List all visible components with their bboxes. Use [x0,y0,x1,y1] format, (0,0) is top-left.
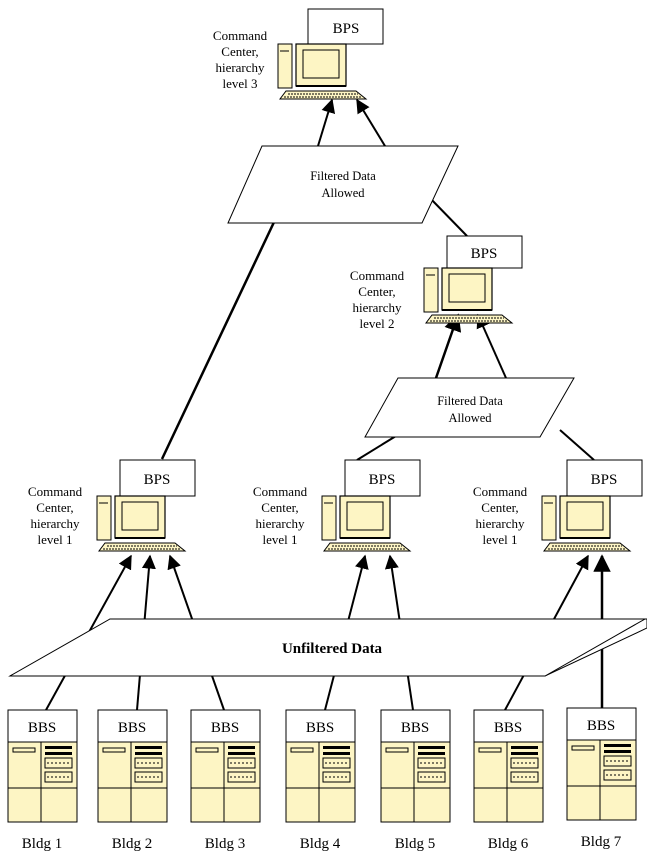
computer-icon [277,43,367,100]
computer-icon [96,495,186,552]
caption-top-4: level 3 [222,76,257,91]
bbs-label: BBS [587,718,615,734]
bbs-box [285,709,356,743]
bps-label-mid: BPS [471,246,498,262]
caption-mid-3: hierarchy [352,300,402,315]
command-center-level-1-b: BPS Command Center, hierarchy level 1 [253,459,421,552]
building-name: Bldg 3 [205,836,245,852]
bbs-label: BBS [28,720,56,736]
link-l1c-to-filter-lower [559,429,595,461]
caption-mid-1: Command [350,268,405,283]
computer-icon [321,495,411,552]
bps-label-l1c: BPS [591,472,618,488]
bbs-label: BBS [118,720,146,736]
caption-top-2: Center, [221,44,258,59]
server-rack-icon [473,741,544,823]
bbs-label: BBS [401,720,429,736]
bps-label-top: BPS [333,21,360,37]
bps-label-l1b: BPS [369,472,396,488]
caption-l1a-4: level 1 [37,532,72,547]
bps-box-top [307,8,384,45]
building-name: Bldg 1 [22,836,62,852]
server-rack-icon [190,741,261,823]
bps-box-l1a [119,459,196,497]
command-center-level-2: BPS Command Center, hierarchy level 2 [350,235,523,331]
caption-l1b-3: hierarchy [255,516,305,531]
link-filter-upper-to-top-a [317,98,336,147]
filter-upper: Filtered Data Allowed [227,145,459,224]
bbs-box [380,709,451,743]
building-1: BBS Bldg 1 [7,709,78,852]
building-name: Bldg 6 [488,836,529,852]
link-filter-lower-to-mid-a [434,313,462,379]
caption-l1b-2: Center, [261,500,298,515]
caption-l1c-4: level 1 [482,532,517,547]
link-filter-upper-to-top-b [356,98,386,147]
server-rack-icon [7,741,78,823]
bbs-box [7,709,78,743]
bps-box-l1c [566,459,643,497]
building-name: Bldg 4 [300,836,341,852]
unfiltered-data-label: Unfiltered Data [282,641,383,657]
bps-box-mid [446,235,523,269]
bbs-label: BBS [494,720,522,736]
building-7: BBS Bldg 7 [566,707,637,850]
computer-icon [541,495,631,552]
building-4: BBS Bldg 4 [285,709,356,852]
bbs-label: BBS [211,720,239,736]
caption-top-3: hierarchy [215,60,265,75]
caption-mid-2: Center, [358,284,395,299]
caption-l1a-3: hierarchy [30,516,80,531]
caption-l1a-1: Command [28,484,83,499]
caption-l1c-1: Command [473,484,528,499]
bbs-box [97,709,168,743]
building-3: BBS Bldg 3 [190,709,261,852]
command-center-level-1-c: BPS Command Center, hierarchy level 1 [473,459,643,552]
building-name: Bldg 2 [112,836,152,852]
link-mid-to-top [427,195,468,237]
caption-top-1: Command [213,28,268,43]
filter-upper-line-1: Filtered Data [310,169,376,183]
bps-label-l1a: BPS [144,472,171,488]
filter-lower-line-2: Allowed [448,411,492,425]
command-center-level-1-a: BPS Command Center, hierarchy level 1 [28,459,196,552]
caption-l1a-2: Center, [36,500,73,515]
building-name: Bldg 5 [395,836,435,852]
building-6: BBS Bldg 6 [473,709,544,852]
caption-l1b-1: Command [253,484,308,499]
caption-l1c-3: hierarchy [475,516,525,531]
server-rack-icon [380,741,451,823]
caption-mid-4: level 2 [359,316,394,331]
link-l1b-to-filter-lower [356,435,397,461]
building-2: BBS Bldg 2 [97,709,168,852]
link-filter-lower-to-mid-b [476,313,507,379]
server-rack-icon [97,741,168,823]
unfiltered-data-band: Unfiltered Data [8,618,647,677]
server-rack-icon [566,739,637,821]
server-rack-icon [285,741,356,823]
building-5: BBS Bldg 5 [380,709,451,852]
filter-lower-line-1: Filtered Data [437,394,503,408]
filter-upper-line-2: Allowed [321,186,365,200]
bbs-box [190,709,261,743]
caption-l1c-2: Center, [481,500,518,515]
link-l1a-to-top [160,219,277,460]
command-center-level-3: BPS Command Center, hierarchy level 3 [213,8,384,100]
computer-icon [423,267,513,324]
bbs-label: BBS [306,720,334,736]
building-name: Bldg 7 [581,834,622,850]
bps-box-l1b [344,459,421,497]
filter-lower: Filtered Data Allowed [364,377,575,438]
caption-l1b-4: level 1 [262,532,297,547]
